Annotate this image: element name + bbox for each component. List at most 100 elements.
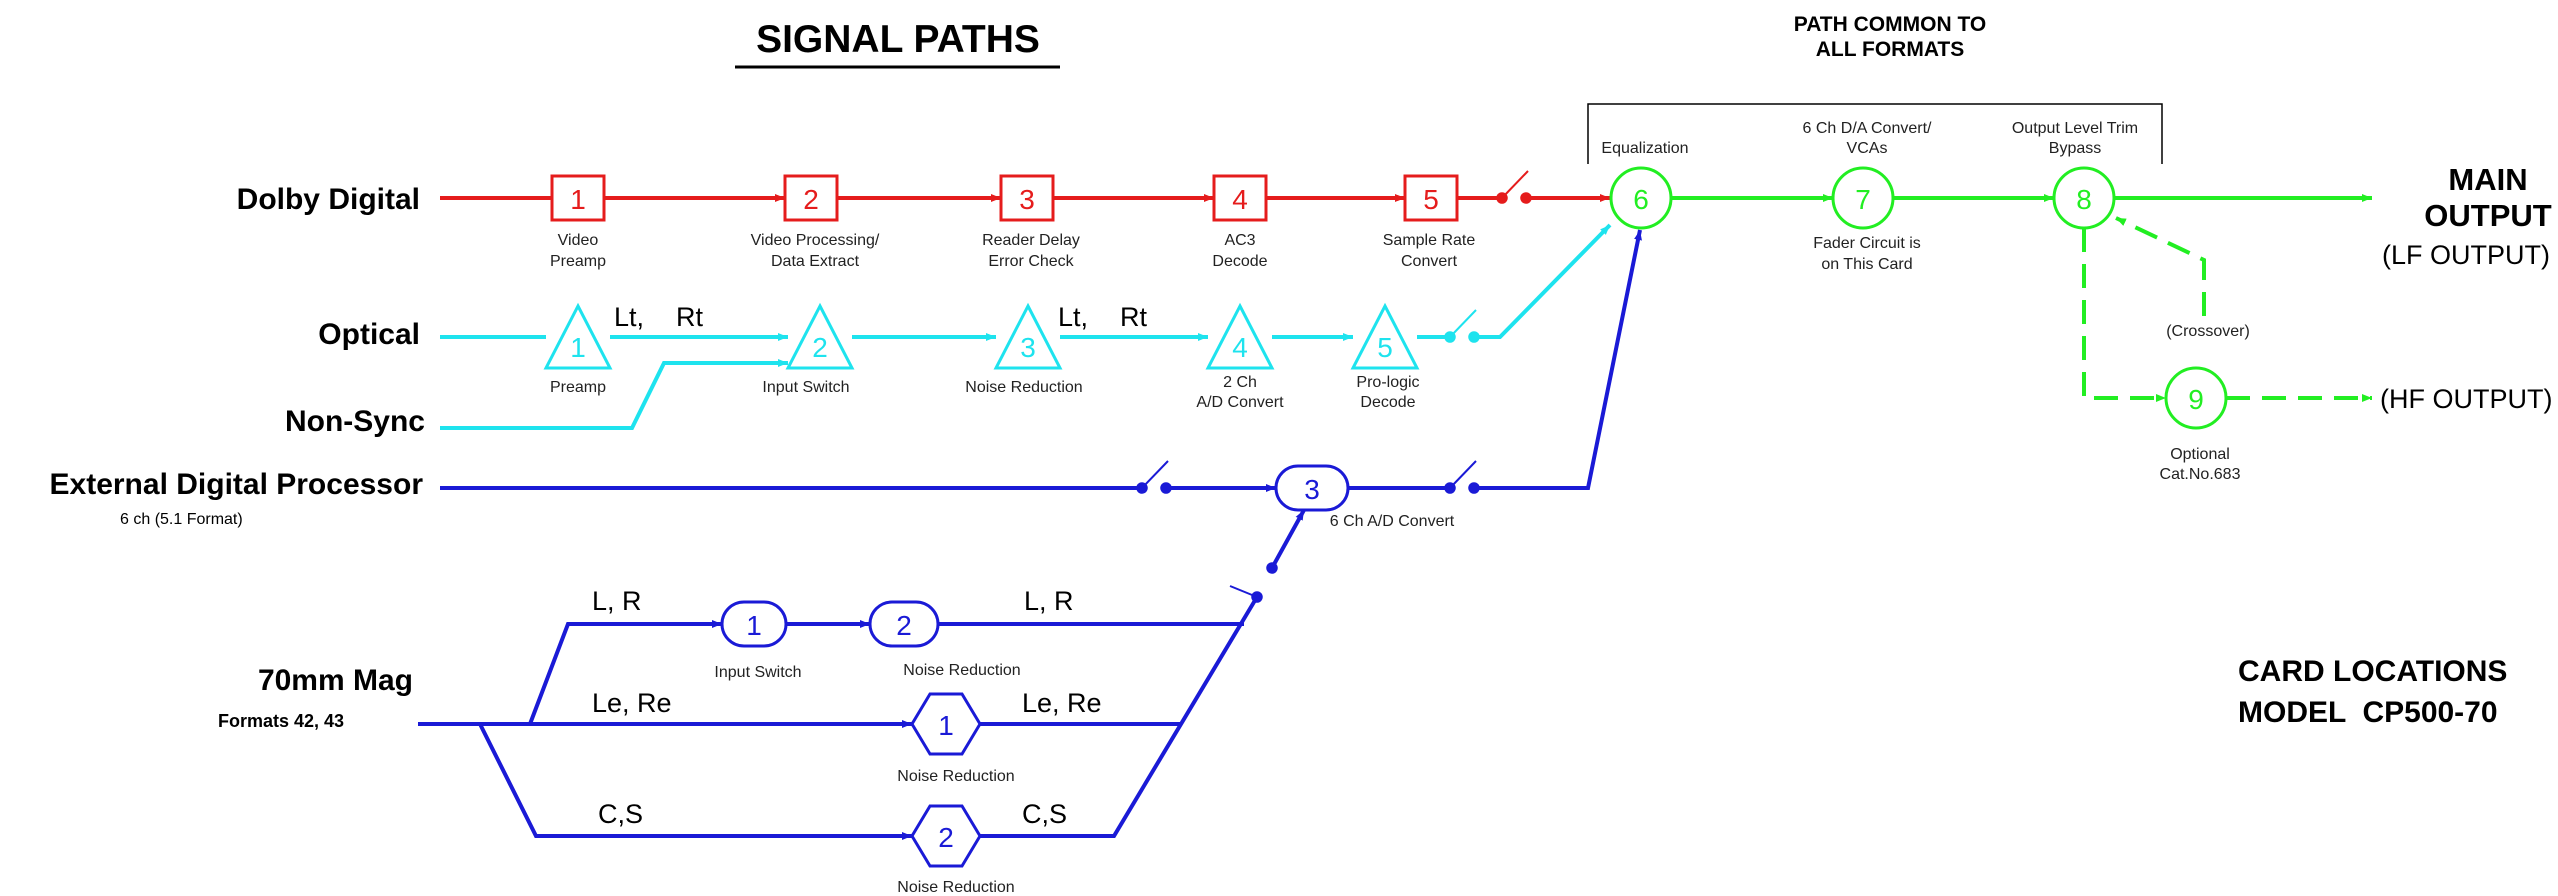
main-output-label-2: OUTPUT [2424, 198, 2552, 233]
page-title: SIGNAL PATHS [756, 18, 1040, 61]
mag-card-lr-noise-reduction: 2 Noise Reduction [868, 600, 1021, 679]
optical-channel-rt-1: Rt [676, 302, 703, 332]
digital-path [418, 229, 1642, 840]
common-cards: 6 Equalization 7 6 Ch D/A Convert/ VCAs … [1601, 120, 2240, 483]
common-card-9: 9 Optional Cat.No.683 [2160, 366, 2241, 483]
common-card-8: 8 Output Level Trim Bypass [2012, 120, 2138, 230]
optical-path [440, 223, 1612, 430]
svg-text:Reader Delay: Reader Delay [982, 232, 1080, 249]
svg-text:Fader Circuit is: Fader Circuit is [1813, 235, 1921, 252]
mag-channel-lr-1: L, R [592, 586, 642, 616]
svg-text:6 Ch A/D Convert: 6 Ch A/D Convert [1330, 513, 1455, 530]
svg-text:Video Processing/: Video Processing/ [751, 232, 880, 249]
svg-text:9: 9 [2188, 384, 2204, 415]
svg-text:Noise Reduction: Noise Reduction [897, 879, 1014, 896]
svg-text:Data Extract: Data Extract [771, 253, 860, 270]
svg-text:2: 2 [938, 822, 954, 853]
common-card-6: 6 Equalization [1601, 140, 1689, 230]
source-external-digital-sub: 6 ch (5.1 Format) [120, 511, 243, 528]
ad-output-switch [1444, 460, 1480, 494]
crossover-label: (Crossover) [2166, 323, 2250, 340]
svg-text:Output Level Trim: Output Level Trim [2012, 120, 2138, 137]
svg-text:Preamp: Preamp [550, 379, 606, 396]
svg-text:6: 6 [1633, 184, 1649, 215]
main-output-label: MAIN [2448, 162, 2527, 197]
svg-text:Video: Video [558, 232, 599, 249]
svg-text:2: 2 [803, 184, 819, 215]
svg-text:1: 1 [938, 710, 954, 741]
svg-text:Error Check: Error Check [988, 253, 1074, 270]
source-70mm-mag: 70mm Mag [258, 664, 413, 697]
optical-channel-lt-2: Lt, [1058, 302, 1088, 332]
svg-text:Preamp: Preamp [550, 253, 606, 270]
optical-channel-lt-1: Lt, [614, 302, 644, 332]
optical-cards: 1 Preamp 2 Input Switch 3 Noise Reductio… [543, 302, 1420, 411]
common-path-heading-2: ALL FORMATS [1816, 38, 1965, 61]
svg-text:4: 4 [1232, 332, 1248, 363]
dolby-card-4: 4 AC3 Decode [1212, 174, 1268, 270]
svg-text:AC3: AC3 [1224, 232, 1255, 249]
dolby-card-5: 5 Sample Rate Convert [1383, 174, 1476, 270]
svg-text:Noise Reduction: Noise Reduction [897, 768, 1014, 785]
svg-text:2 Ch: 2 Ch [1223, 374, 1257, 391]
mag-channel-lere-1: Le, Re [592, 688, 672, 718]
optical-card-3: 3 Noise Reduction [965, 302, 1083, 396]
svg-text:Optional: Optional [2170, 446, 2230, 463]
svg-text:Equalization: Equalization [1601, 140, 1688, 157]
svg-text:5: 5 [1377, 332, 1393, 363]
card-locations-title: CARD LOCATIONS [2238, 655, 2507, 688]
source-70mm-mag-sub: Formats 42, 43 [218, 711, 344, 731]
svg-text:8: 8 [2076, 184, 2092, 215]
svg-text:Decode: Decode [1212, 253, 1267, 270]
svg-text:Decode: Decode [1360, 394, 1415, 411]
svg-text:3: 3 [1019, 184, 1035, 215]
svg-text:Sample Rate: Sample Rate [1383, 232, 1476, 249]
optical-channel-rt-2: Rt [1120, 302, 1147, 332]
dolby-switch [1496, 170, 1532, 204]
optical-card-5: 5 Pro-logic Decode [1350, 302, 1420, 411]
mag-channel-lr-2: L, R [1024, 586, 1074, 616]
source-non-sync: Non-Sync [285, 405, 425, 438]
svg-text:2: 2 [812, 332, 828, 363]
dolby-card-2: 2 Video Processing/ Data Extract [751, 174, 880, 270]
mag-channel-cs-1: C,S [598, 799, 643, 829]
mag-switch [1229, 562, 1278, 603]
svg-text:Convert: Convert [1401, 253, 1458, 270]
svg-text:6 Ch D/A Convert/: 6 Ch D/A Convert/ [1803, 120, 1933, 137]
optical-card-2: 2 Input Switch [762, 302, 855, 396]
dolby-card-3: 3 Reader Delay Error Check [982, 174, 1080, 270]
dolby-cards: 1 Video Preamp 2 Video Processing/ Data … [550, 174, 1476, 270]
mag-cards: 1 Input Switch 2 Noise Reduction 1 Noise… [714, 600, 1021, 896]
svg-text:Input Switch: Input Switch [714, 664, 801, 681]
common-path [1671, 194, 2372, 402]
common-card-7: 7 6 Ch D/A Convert/ VCAs Fader Circuit i… [1803, 120, 1933, 273]
mag-channel-lere-2: Le, Re [1022, 688, 1102, 718]
svg-text:1: 1 [746, 610, 762, 641]
external-ad-card: 3 6 Ch A/D Convert [1274, 464, 1455, 530]
optical-card-4: 4 2 Ch A/D Convert [1196, 302, 1284, 411]
svg-text:2: 2 [896, 610, 912, 641]
source-optical: Optical [318, 318, 420, 351]
svg-text:1: 1 [570, 184, 586, 215]
svg-text:5: 5 [1423, 184, 1439, 215]
mag-card-lere-noise-reduction: 1 Noise Reduction [897, 692, 1015, 785]
optical-switch [1444, 309, 1480, 343]
svg-text:Noise Reduction: Noise Reduction [965, 379, 1082, 396]
svg-text:A/D Convert: A/D Convert [1196, 394, 1284, 411]
svg-text:Input Switch: Input Switch [762, 379, 849, 396]
mag-channel-cs-2: C,S [1022, 799, 1067, 829]
mag-card-cs-noise-reduction: 2 Noise Reduction [897, 804, 1015, 896]
svg-text:4: 4 [1232, 184, 1248, 215]
svg-text:on This Card: on This Card [1821, 256, 1912, 273]
lf-output-label: (LF OUTPUT) [2382, 240, 2550, 270]
optical-card-1: 1 Preamp [543, 302, 613, 396]
mag-card-lr-input-switch: 1 Input Switch [714, 600, 802, 681]
svg-text:3: 3 [1304, 474, 1320, 505]
common-path-heading: PATH COMMON TO [1794, 13, 1987, 36]
svg-text:7: 7 [1855, 184, 1871, 215]
svg-text:Pro-logic: Pro-logic [1356, 374, 1419, 391]
external-switch [1136, 460, 1172, 494]
card-locations-model: MODEL CP500-70 [2238, 696, 2498, 729]
source-external-digital: External Digital Processor [50, 468, 424, 501]
